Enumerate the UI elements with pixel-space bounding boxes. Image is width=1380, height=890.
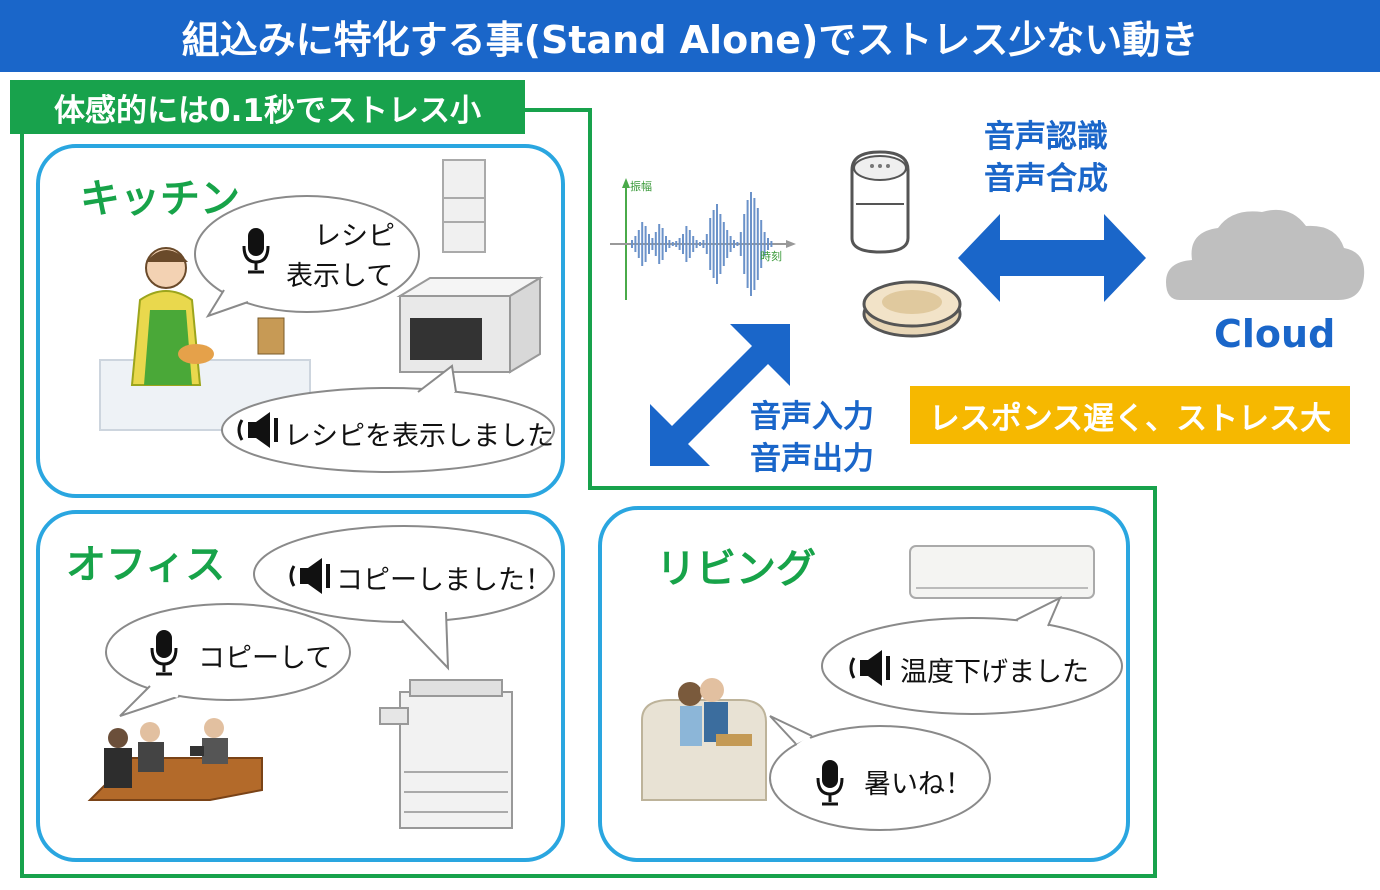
copier-icon (379, 679, 513, 829)
voice-output-text: 音声出力 (750, 441, 874, 477)
speech-synthesis-text: 音声合成 (984, 161, 1108, 197)
office-response-text: コピーしました！ (336, 565, 552, 596)
cloud-response-label: レスポンス遅く、ストレス大 (910, 386, 1350, 444)
cloud-icon (1166, 209, 1365, 300)
kitchen-speaker-icon (237, 412, 278, 448)
office-meeting-illustration (87, 718, 263, 801)
air-conditioner-icon (909, 545, 1095, 599)
kitchen-frame (36, 144, 565, 498)
kitchen-response-text: レシピを表示しました (284, 421, 554, 452)
microwave-oven-icon (396, 276, 544, 374)
kitchen-request-bubble (194, 195, 420, 318)
voice-input-text: 音声入力 (750, 399, 874, 435)
speech-processing-label: 音声認識 音声合成 (984, 116, 1108, 200)
office-frame (36, 510, 565, 862)
kitchen-mic-icon (242, 228, 270, 274)
cloud-label: Cloud (1214, 312, 1336, 356)
waveform-bars (631, 192, 773, 296)
family-on-sofa-illustration (641, 678, 767, 801)
stand-alone-boundary (20, 108, 1157, 878)
stand-alone-label: 体感的には0.1秒でストレス小 (10, 80, 525, 134)
living-mic-icon (816, 760, 844, 806)
living-title: リビング (656, 546, 816, 592)
diagonal-double-arrow (650, 324, 790, 466)
waveform-y-label: 振幅 (630, 180, 652, 193)
living-speaker-icon (849, 650, 890, 686)
kitchen-title: キッチン (80, 176, 240, 222)
living-request-text: 暑いね！ (864, 769, 972, 800)
refrigerator-icon (442, 159, 486, 253)
woman-cooking-illustration (99, 247, 311, 431)
kitchen-response-bubble (221, 364, 555, 473)
round-speaker-icon (862, 280, 962, 338)
office-title: オフィス (66, 542, 226, 588)
office-response-bubble (253, 525, 555, 671)
voice-waveform-chart (610, 178, 796, 300)
kitchen-request-line1: レシピ (314, 221, 395, 252)
smart-speaker-icon (850, 150, 910, 254)
office-mic-icon (150, 630, 178, 676)
speech-recognition-text: 音声認識 (984, 119, 1108, 155)
office-request-bubble (105, 603, 351, 717)
horizontal-double-arrow (958, 214, 1146, 302)
living-response-bubble (821, 595, 1123, 715)
living-frame (598, 506, 1130, 862)
page-title: 組込みに特化する事(Stand Alone)でストレス少ない動き (0, 0, 1380, 72)
office-speaker-icon (289, 558, 330, 594)
waveform-x-label: 時刻 (760, 250, 782, 263)
voice-io-label: 音声入力 音声出力 (750, 396, 874, 480)
kitchen-request-line2: 表示して (286, 261, 394, 292)
office-request-text: コピーして (198, 643, 333, 674)
living-response-text: 温度下げました (900, 657, 1089, 688)
